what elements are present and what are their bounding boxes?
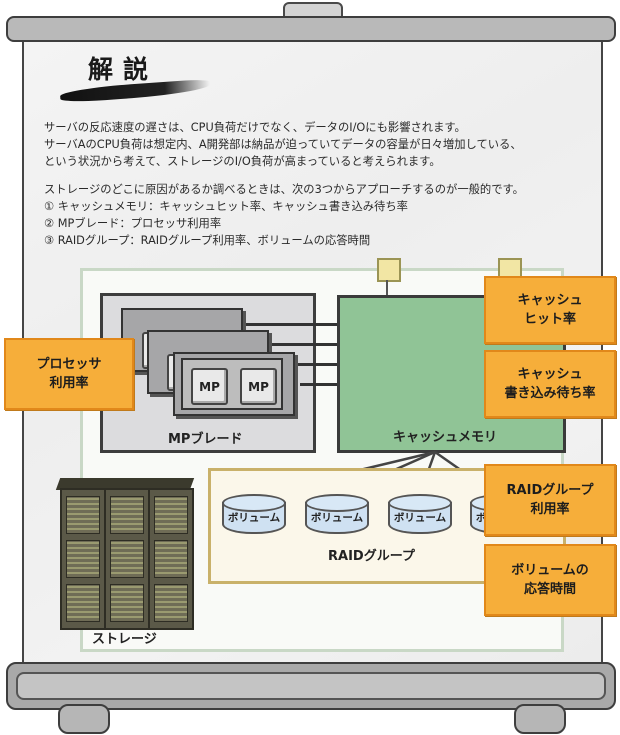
bus-line [270, 343, 337, 346]
bus-line [300, 383, 337, 386]
volume-cylinder-top [222, 494, 286, 512]
screen-foot-right [514, 704, 566, 734]
storage-label: ストレージ [92, 632, 157, 647]
list-item-raid: ③ RAIDグループ：RAIDグループ利用率、ボリュームの応答時間 [44, 234, 371, 247]
raid-group-label: RAIDグループ [328, 549, 415, 564]
screen-foot-left [58, 704, 110, 734]
explanation-line: サーバAのCPU負荷は想定内、A開発部は納品が迫っていてデータの容量が日々増加し… [44, 138, 522, 151]
cache-memory-label: キャッシュメモリ [393, 430, 498, 445]
callout-cache-hit-rate: キャッシュ ヒット率 [484, 276, 616, 344]
storage-cabinet [104, 488, 150, 630]
bus-line [290, 363, 337, 366]
callout-volume-response-time: ボリュームの 応答時間 [484, 544, 616, 616]
mp-blade-label: MPブレード [168, 432, 243, 447]
list-item-cache: ① キャッシュメモリ：キャッシュヒット率、キャッシュ書き込み待ち率 [44, 200, 408, 213]
bus-line [240, 323, 337, 326]
screen-bottom-bar-inner [16, 672, 606, 700]
connector-tab [377, 258, 401, 282]
explanation-line: サーバの反応速度の遅さは、CPU負荷だけでなく、データのI/Oにも影響されます。 [44, 121, 466, 134]
page-heading: 解説 [88, 55, 159, 84]
explanation-line: という状況から考えて、ストレージのI/O負荷が高まっていると考えられます。 [44, 155, 441, 168]
explanation-line: ストレージのどこに原因があるか調べるときは、次の3つからアプローチするのが一般的… [44, 183, 524, 196]
callout-processor-utilization: プロセッサ 利用率 [4, 338, 134, 410]
callout-raid-utilization: RAIDグループ 利用率 [484, 464, 616, 536]
mp-chip: MP [191, 368, 228, 405]
storage-cabinet [60, 488, 106, 630]
storage-cabinet [148, 488, 194, 630]
callout-cache-write-wait: キャッシュ 書き込み待ち率 [484, 350, 616, 418]
screen-top-bar [6, 16, 616, 42]
connector-line [386, 280, 388, 295]
mp-chip: MP [240, 368, 277, 405]
volume-cylinder-top [305, 494, 369, 512]
list-item-mp: ② MPブレード：プロセッサ利用率 [44, 217, 222, 230]
volume-cylinder-top [388, 494, 452, 512]
